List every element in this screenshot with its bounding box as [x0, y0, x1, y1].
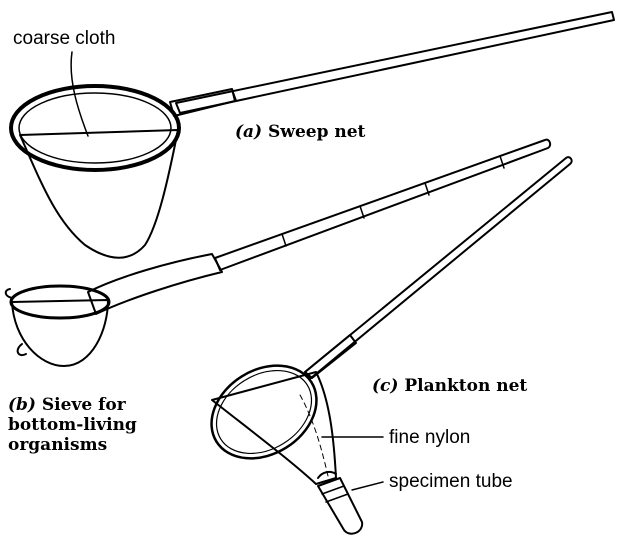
- sieve-handle: [215, 140, 550, 270]
- label-sweep-net: (a) Sweep net: [235, 122, 366, 142]
- label-coarse-cloth: coarse cloth: [13, 28, 115, 49]
- label-sieve: (b) Sieve for bottom-living organisms: [8, 395, 143, 455]
- label-plankton-net: (c) Plankton net: [372, 376, 527, 396]
- sieve: [6, 140, 550, 366]
- plankton-net-handle: [305, 157, 572, 378]
- plankton-net: [194, 157, 571, 534]
- label-fine-nylon: fine nylon: [389, 427, 470, 448]
- plankton-net-cone: [212, 372, 336, 484]
- sweep-net-rim: [11, 86, 179, 170]
- specimen-tube-shape: [318, 478, 362, 534]
- label-specimen-tube: specimen tube: [389, 471, 513, 492]
- sweep-net-handle: [176, 12, 614, 113]
- leader-specimen-tube: [352, 482, 383, 490]
